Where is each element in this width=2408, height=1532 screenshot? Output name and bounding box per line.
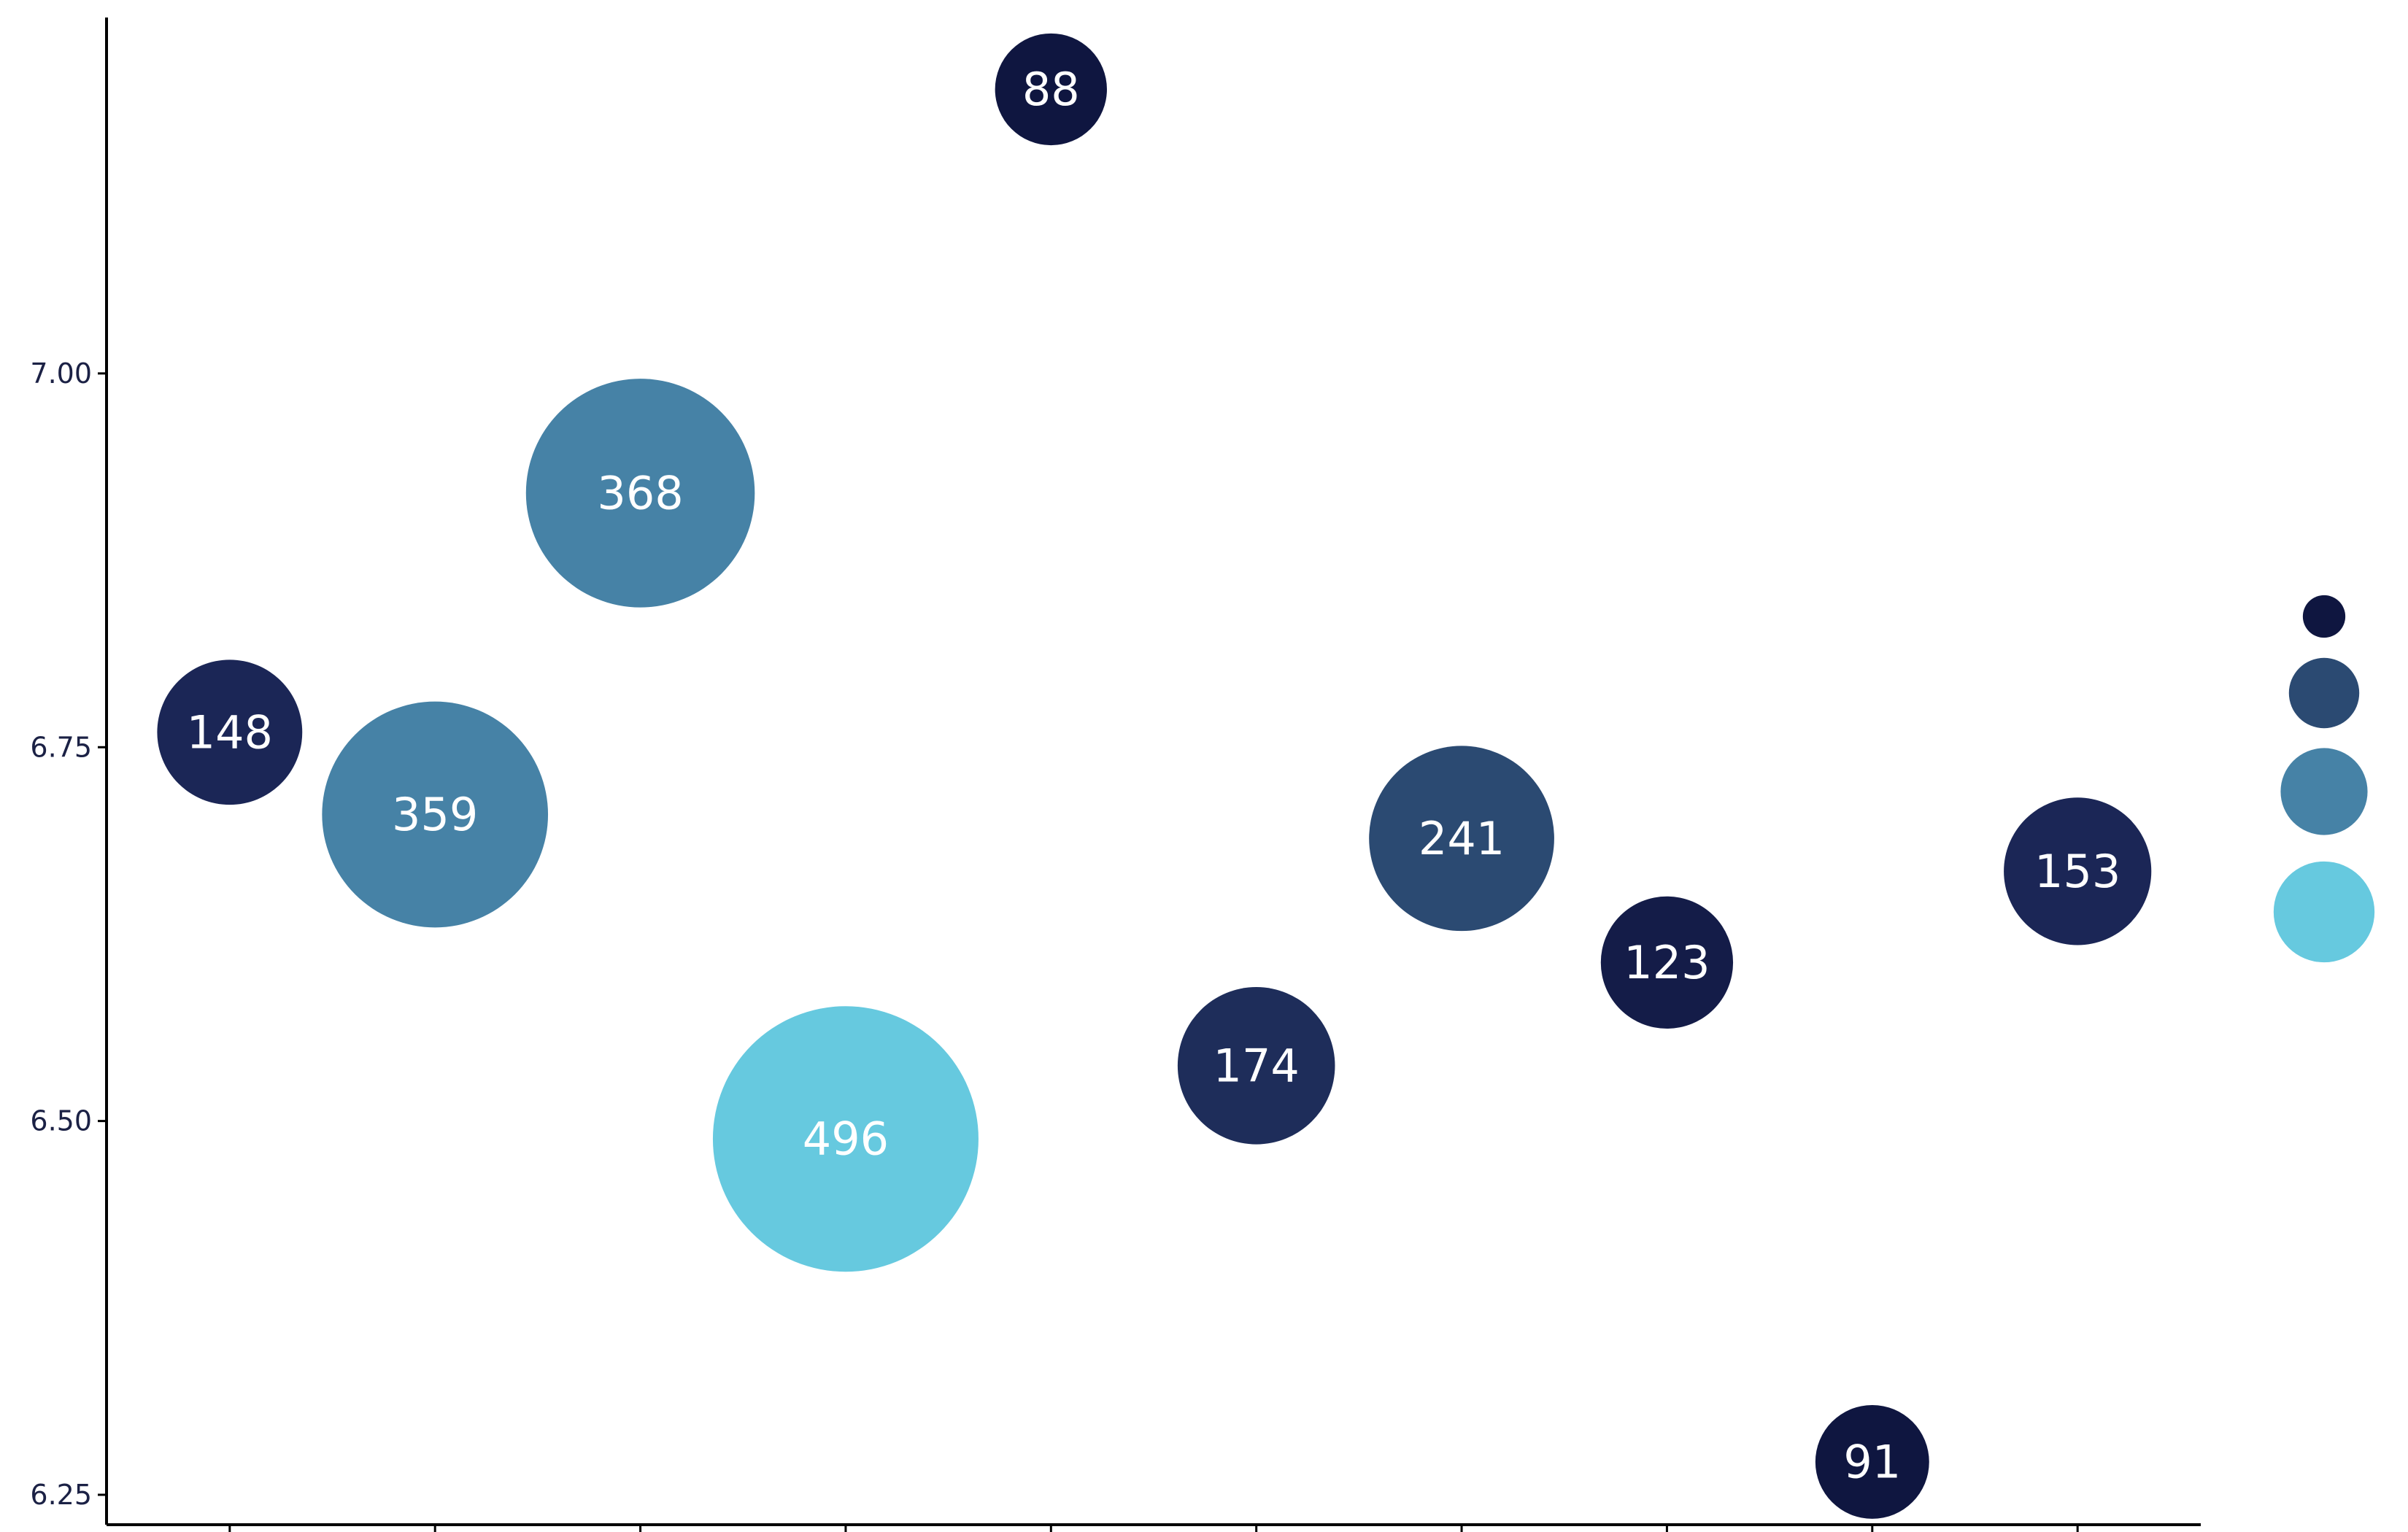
bubble-circle [1600,896,1734,1029]
bubble-label: 241 [1419,812,1505,865]
y-axis: 6.25 6.50 6.75 7.00 [30,18,108,1525]
bubble: 148 [157,659,303,805]
bubble-label: 88 [1022,63,1080,116]
bubble-label: 174 [1213,1039,1300,1092]
bubble: 496 [712,1006,979,1272]
size-legend [2273,595,2375,963]
bubble-circle [2004,797,2152,945]
bubble-circle [1177,987,1335,1145]
bubble: 174 [1177,987,1335,1145]
bubble: 91 [1815,1404,1929,1519]
legend-key-circle [2302,595,2346,638]
bubble-circle [1815,1404,1929,1519]
bubble-circle [995,33,1107,146]
bubble-label: 123 [1624,936,1710,989]
bubble-label: 368 [597,466,683,519]
bubble-circle [712,1006,979,1272]
bubble: 88 [995,33,1107,146]
bubble-circle [525,379,755,608]
bubble-label: 148 [187,705,273,759]
y-tick-label: 6.50 [30,1105,92,1137]
bubble: 241 [1369,746,1554,932]
bubble: 359 [322,701,549,928]
bubble-label: 91 [1843,1435,1901,1488]
legend-key-circle [2288,657,2360,729]
legend-key-circle [2273,861,2375,963]
bubble-circle [1369,746,1554,932]
y-tick-label: 6.25 [30,1479,92,1511]
bubble-circle [157,659,303,805]
bubble-label: 359 [392,788,478,841]
bubble-circle [322,701,549,928]
y-tick-label: 6.75 [30,731,92,763]
legend-key-circle [2280,748,2368,835]
bubble: 153 [2004,797,2152,945]
plot-area: 148 359 368 496 88 174 241 123 91 153 [157,33,2152,1519]
bubble-label: 496 [803,1113,889,1166]
y-tick-label: 7.00 [30,357,92,390]
bubble: 123 [1600,896,1734,1029]
x-axis [107,1523,2201,1532]
bubble: 368 [525,379,755,608]
bubble-label: 153 [2034,845,2120,898]
